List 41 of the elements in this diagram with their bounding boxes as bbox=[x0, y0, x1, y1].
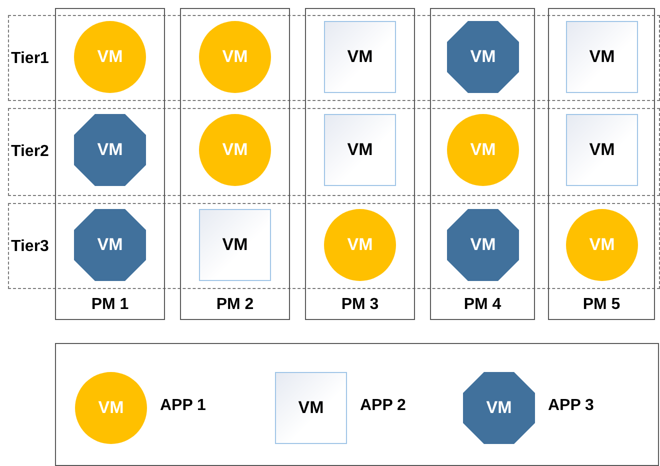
legend-panel bbox=[55, 343, 659, 466]
vm-square bbox=[199, 209, 271, 281]
tier-label: Tier2 bbox=[11, 143, 49, 161]
app-label: APP 2 bbox=[360, 397, 406, 415]
host-column bbox=[305, 8, 415, 320]
vm-label: VM bbox=[470, 235, 496, 255]
vm-square bbox=[324, 114, 396, 186]
vm-label: VM bbox=[589, 140, 615, 160]
host-column bbox=[180, 8, 290, 320]
vm-label: VM bbox=[97, 140, 123, 160]
vm-label: VM bbox=[97, 235, 123, 255]
vm-label: VM bbox=[97, 47, 123, 67]
vm-label: VM bbox=[347, 140, 373, 160]
host-label: PM 5 bbox=[582, 296, 622, 314]
vm-label: VM bbox=[470, 140, 496, 160]
vm-square bbox=[275, 372, 347, 444]
vm-label: VM bbox=[222, 235, 248, 255]
host-label: PM 4 bbox=[462, 296, 502, 314]
host-label: PM 1 bbox=[90, 296, 130, 314]
host-column bbox=[430, 8, 535, 320]
vm-label: VM bbox=[98, 398, 124, 418]
vm-label: VM bbox=[589, 47, 615, 67]
vm-square bbox=[566, 114, 638, 186]
vm-label: VM bbox=[222, 140, 248, 160]
vm-label: VM bbox=[347, 47, 373, 67]
host-column bbox=[55, 8, 165, 320]
host-label: PM 3 bbox=[340, 296, 380, 314]
host-label: PM 2 bbox=[215, 296, 255, 314]
host-column bbox=[548, 8, 655, 320]
app-label: APP 3 bbox=[548, 397, 594, 415]
vm-square bbox=[324, 21, 396, 93]
app-label: APP 1 bbox=[160, 397, 206, 415]
vm-label: VM bbox=[486, 398, 512, 418]
tier-label: Tier3 bbox=[11, 238, 49, 256]
vm-label: VM bbox=[347, 235, 373, 255]
vm-label: VM bbox=[589, 235, 615, 255]
tier-label: Tier1 bbox=[11, 50, 49, 68]
vm-label: VM bbox=[222, 47, 248, 67]
vm-label: VM bbox=[298, 398, 324, 418]
vm-square bbox=[566, 21, 638, 93]
vm-label: VM bbox=[470, 47, 496, 67]
